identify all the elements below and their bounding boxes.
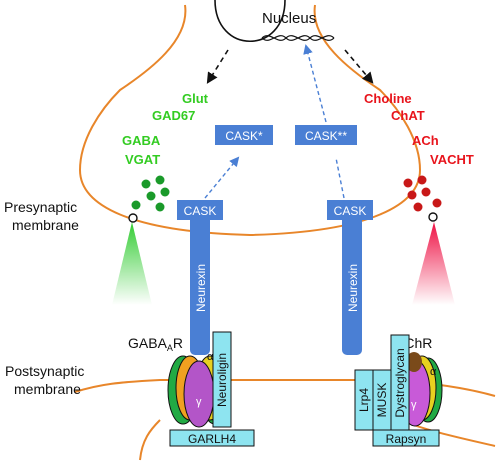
nucleus-label: Nucleus — [262, 10, 316, 27]
neurexin-right — [342, 215, 362, 355]
ach-marker-chat: ChAT — [391, 108, 425, 123]
dna-strand-2 — [261, 35, 335, 41]
garlh4-label: GARLH4 — [188, 432, 236, 446]
presynaptic-label-line1: Presynaptic — [4, 199, 77, 215]
garlh4 — [169, 429, 255, 447]
musk-label: MUSK — [375, 383, 389, 418]
gaba-marker-glut: Glut — [182, 91, 209, 106]
postsynaptic-membrane-lower — [139, 419, 161, 461]
arrow-cask-to-cask-double-star — [335, 157, 345, 199]
neurexin-right-label: Neurexin — [346, 264, 360, 312]
neuroligin — [212, 331, 232, 428]
ach-marker-vacht: VACHT — [430, 152, 474, 167]
gaba-marker-gad67: GAD67 — [152, 108, 195, 123]
cask-star-label: CASK* — [225, 129, 263, 143]
gaba-vesicles — [128, 175, 170, 223]
gaba-marker-vgat: VGAT — [125, 152, 160, 167]
rapsyn — [372, 429, 440, 447]
neuroligin-label: Neuroligin — [215, 353, 229, 407]
postsynaptic-label-line2: membrane — [14, 381, 81, 397]
lrp4-label: Lrp4 — [357, 388, 371, 412]
dystroglycan-label: Dystroglycan — [393, 348, 407, 417]
postsynaptic-label-line1: Postsynaptic — [5, 363, 84, 379]
cask-right-box — [327, 200, 373, 220]
ach-marker-choline: Choline — [364, 91, 412, 106]
ach-vesicles — [403, 175, 442, 222]
ach-release-cone — [412, 222, 455, 305]
neurexin-left — [190, 215, 210, 355]
presynaptic-terminal-outline — [78, 4, 422, 237]
cask-star-box — [215, 125, 273, 145]
ach-marker-ach: ACh — [412, 133, 439, 148]
ach-alpha-label: α — [430, 366, 437, 378]
gaba-alpha-label: α — [207, 351, 214, 363]
cask-right-label: CASK — [334, 204, 367, 218]
cask-double-star-label: CASK** — [305, 129, 347, 143]
rapsyn-label: Rapsyn — [386, 432, 427, 446]
cask-double-star-box — [295, 125, 357, 145]
gaba-receptor — [167, 355, 231, 428]
gaba-receptor-suffix: R — [173, 335, 183, 351]
cask-left-label: CASK — [184, 204, 217, 218]
neurexin-left-label: Neurexin — [194, 264, 208, 312]
gaba-release-cone — [112, 222, 152, 305]
arrow-nucleus-to-ach-markers — [344, 49, 374, 84]
arrow-cask-double-star-to-nucleus — [303, 44, 327, 123]
presynaptic-label-line2: membrane — [12, 217, 79, 233]
gaba-receptor-subscript: A — [167, 343, 173, 353]
arrow-cask-to-cask-star — [204, 156, 240, 199]
nucleus-envelope — [214, 0, 286, 43]
gaba-receptor-prefix: GABA — [128, 335, 168, 351]
cask-left-box — [177, 200, 223, 220]
ach-gamma-label: γ — [411, 399, 417, 411]
gaba-gamma-label: γ — [196, 396, 202, 408]
arrow-nucleus-to-gaba-markers — [206, 49, 229, 84]
gaba-marker-gaba: GABA — [122, 133, 161, 148]
gaba-receptor-label: GABAAR — [128, 335, 183, 353]
